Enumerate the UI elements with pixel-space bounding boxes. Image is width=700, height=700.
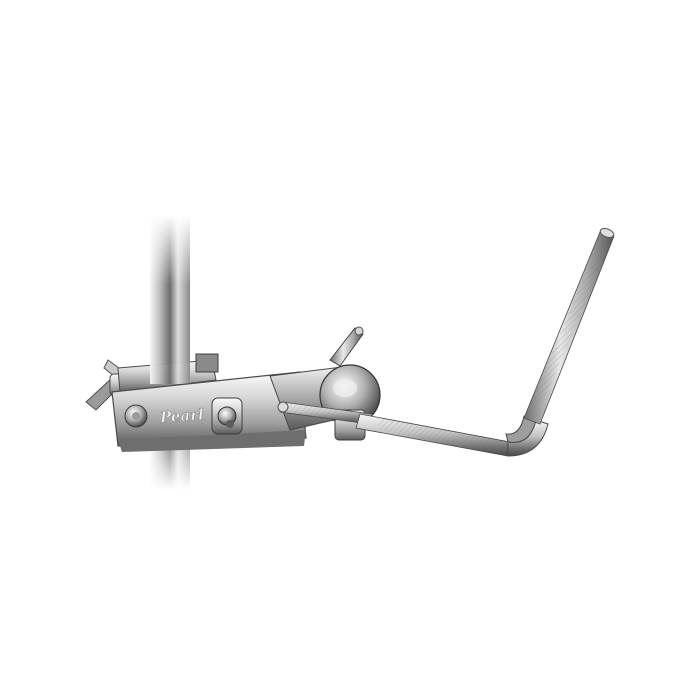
tension-knob (211, 397, 243, 435)
stub-rod (277, 401, 373, 425)
l-rod-horizontal (355, 413, 511, 457)
brand-logo: Pearl (158, 405, 205, 427)
l-rod-vertical (523, 228, 615, 425)
l-rod-bend (505, 415, 549, 457)
top-t-handle (329, 326, 364, 367)
brand-logo-text: Pearl (158, 405, 204, 426)
pole-clamp-block (111, 353, 307, 452)
